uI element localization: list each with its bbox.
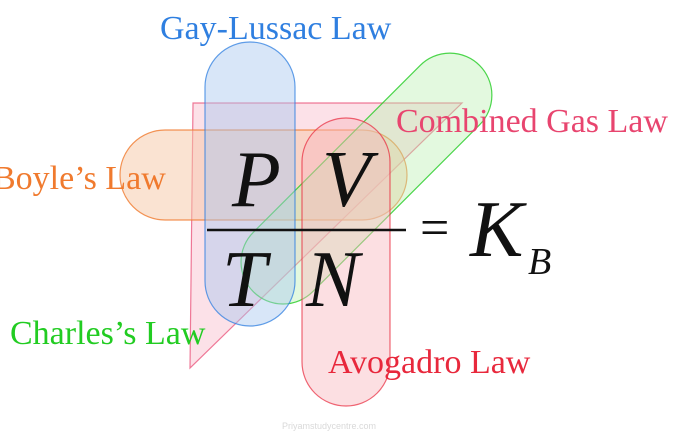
boltzmann-constant: K	[470, 186, 524, 274]
watermark: Priyamstudycentre.com	[282, 421, 377, 431]
boyle-law-label: Boyle’s Law	[0, 160, 166, 197]
avogadro-law-capsule	[301, 117, 391, 407]
equals-sign: =	[420, 200, 450, 257]
charles-law-label: Charles’s Law	[10, 315, 206, 352]
gay-lussac-law-capsule	[204, 41, 296, 327]
boltzmann-subscript: B	[528, 241, 552, 283]
number-variable: N	[306, 236, 360, 324]
combined-gas-law-label: Combined Gas Law	[396, 103, 668, 140]
temperature-variable: T	[222, 236, 267, 324]
volume-variable: V	[322, 136, 371, 224]
pressure-variable: P	[232, 136, 281, 224]
gay-lussac-law-label: Gay-Lussac Law	[160, 10, 392, 47]
avogadro-law-label: Avogadro Law	[328, 344, 531, 381]
boyle-law-capsule	[119, 129, 408, 221]
charles-law-capsule	[240, 52, 493, 305]
